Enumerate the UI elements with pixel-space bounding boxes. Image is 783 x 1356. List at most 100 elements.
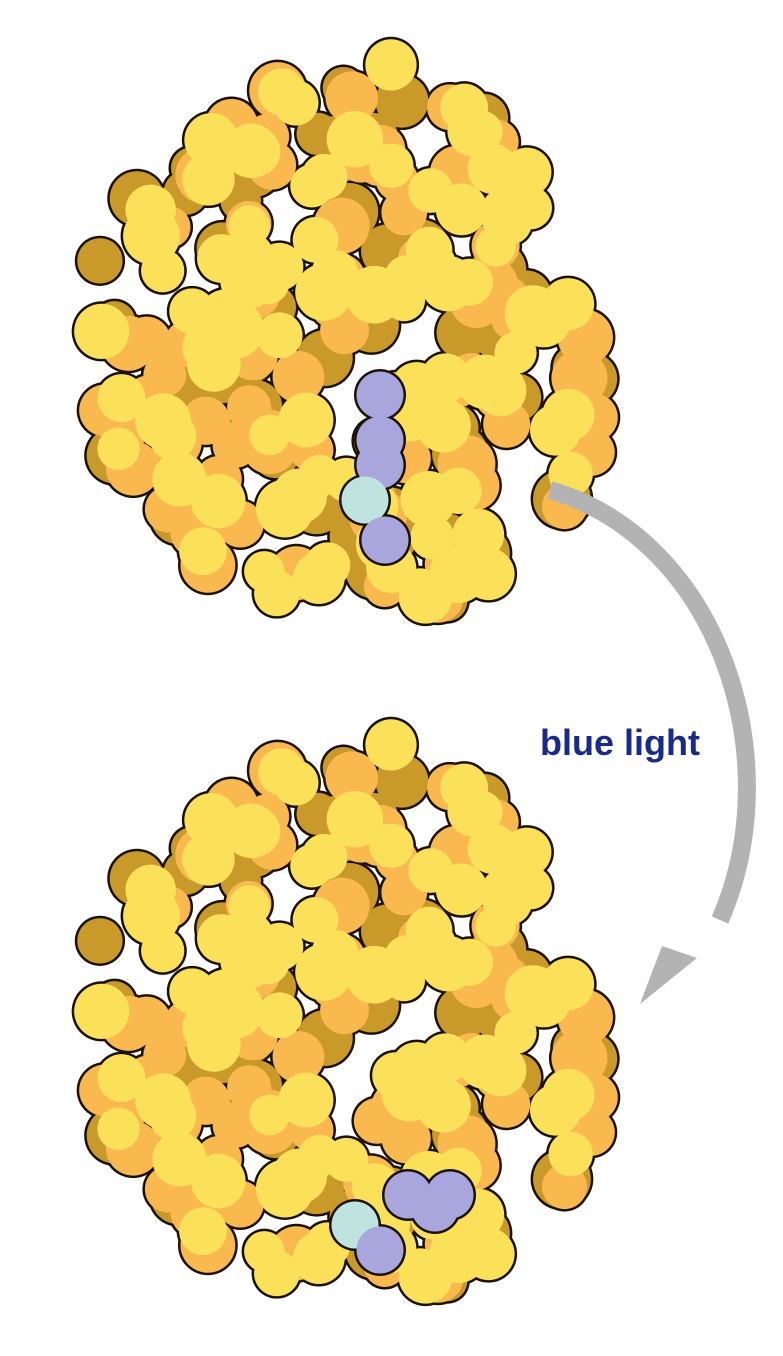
protein-atom [474,1044,527,1097]
protein-atom [459,790,503,834]
protein-atom [369,143,414,188]
protein-atom [135,1073,192,1130]
protein-atom [452,508,505,561]
protein-atom [384,935,430,980]
protein-atom [365,39,417,91]
protein-atom [325,71,378,124]
protein-atom [255,922,304,971]
protein-atom [77,918,123,964]
protein-atom [272,760,319,806]
protein-atom [400,471,457,528]
protein-atom [272,351,325,403]
chromophore-atom [356,371,404,419]
protein-atom [381,1114,431,1164]
protein-atom [74,303,130,359]
protein-atom [190,1153,246,1209]
protein-atom [223,123,279,179]
protein-atom [272,1148,328,1204]
protein-atom [488,881,532,925]
protein-atom [292,896,339,943]
chromophore-atom [341,476,389,524]
protein-atom [369,823,414,868]
protein-atom [77,238,123,284]
protein-atom [190,473,246,529]
protein-atom [141,249,185,293]
protein-atom [365,719,417,771]
protein-atom [272,1031,325,1083]
protein-atom [326,110,384,168]
arrow-head-icon [640,946,697,1004]
protein-atom [74,983,130,1039]
chromophore [329,1169,476,1276]
protein-atom [278,392,334,448]
chromophore-atom [356,1226,404,1274]
protein-atom [182,833,235,886]
protein-atom [228,205,270,247]
protein-atom [494,1011,537,1054]
protein-atom [311,929,359,977]
chromophore [339,369,411,566]
protein-atom [459,110,503,154]
chromophore-atom [426,1171,474,1219]
protein-atom [420,936,476,992]
protein-atom [290,164,334,208]
protein-atom [244,551,285,592]
protein-atom [97,1107,140,1150]
protein-atom [135,393,192,450]
protein-atom [420,256,476,312]
protein-atom [384,255,430,300]
protein-atom [272,468,328,524]
protein-atom [125,184,176,236]
arrow-shaft [547,481,756,924]
protein-atom [97,374,146,423]
protein-top [71,36,621,627]
protein-atom [410,515,455,560]
protein-atom [474,364,527,417]
protein-atom [255,242,304,291]
blue-light-label: blue light [540,722,700,763]
protein-atom [435,863,488,916]
protein-atom [278,1072,334,1128]
protein-atom [292,216,339,263]
protein-atom [529,404,582,456]
protein-atom [326,790,384,848]
protein-atom [169,288,216,335]
protein-atom [97,1054,146,1103]
protein-atom [411,379,452,420]
protein-atom [179,527,227,576]
protein-atom [292,552,345,605]
protein-atom [529,1084,582,1136]
protein-atom [209,977,254,1022]
protein-atom [515,972,572,1028]
protein-atom [435,183,488,236]
protein-atom [290,844,334,888]
protein-atom [292,1232,345,1285]
protein-atom [256,312,303,359]
protein-bottom [71,716,621,1307]
protein-atom [179,1207,227,1256]
protein-atom [212,422,258,468]
protein-atom [325,751,378,804]
protein-atom [169,968,216,1015]
protein-atom [223,803,279,859]
protein-atom [494,331,537,374]
protein-atom [311,249,359,297]
protein-atom [212,1102,258,1148]
protein-atom [488,201,532,245]
protein-atom [411,1059,452,1100]
protein-atom [502,827,552,877]
protein-atom [209,297,254,342]
protein-atom [141,929,185,973]
light-reaction-arrow [547,481,756,1004]
protein-atom [97,427,140,470]
protein-atom [515,292,572,348]
chromophore-atom [361,516,409,564]
protein-atom [372,1052,419,1099]
protein-atom [502,147,552,197]
protein-atom [125,864,176,916]
protein-atom [272,80,319,126]
protein-atom [256,992,303,1039]
protein-atom [244,1231,285,1272]
protein-atom [548,1131,593,1177]
